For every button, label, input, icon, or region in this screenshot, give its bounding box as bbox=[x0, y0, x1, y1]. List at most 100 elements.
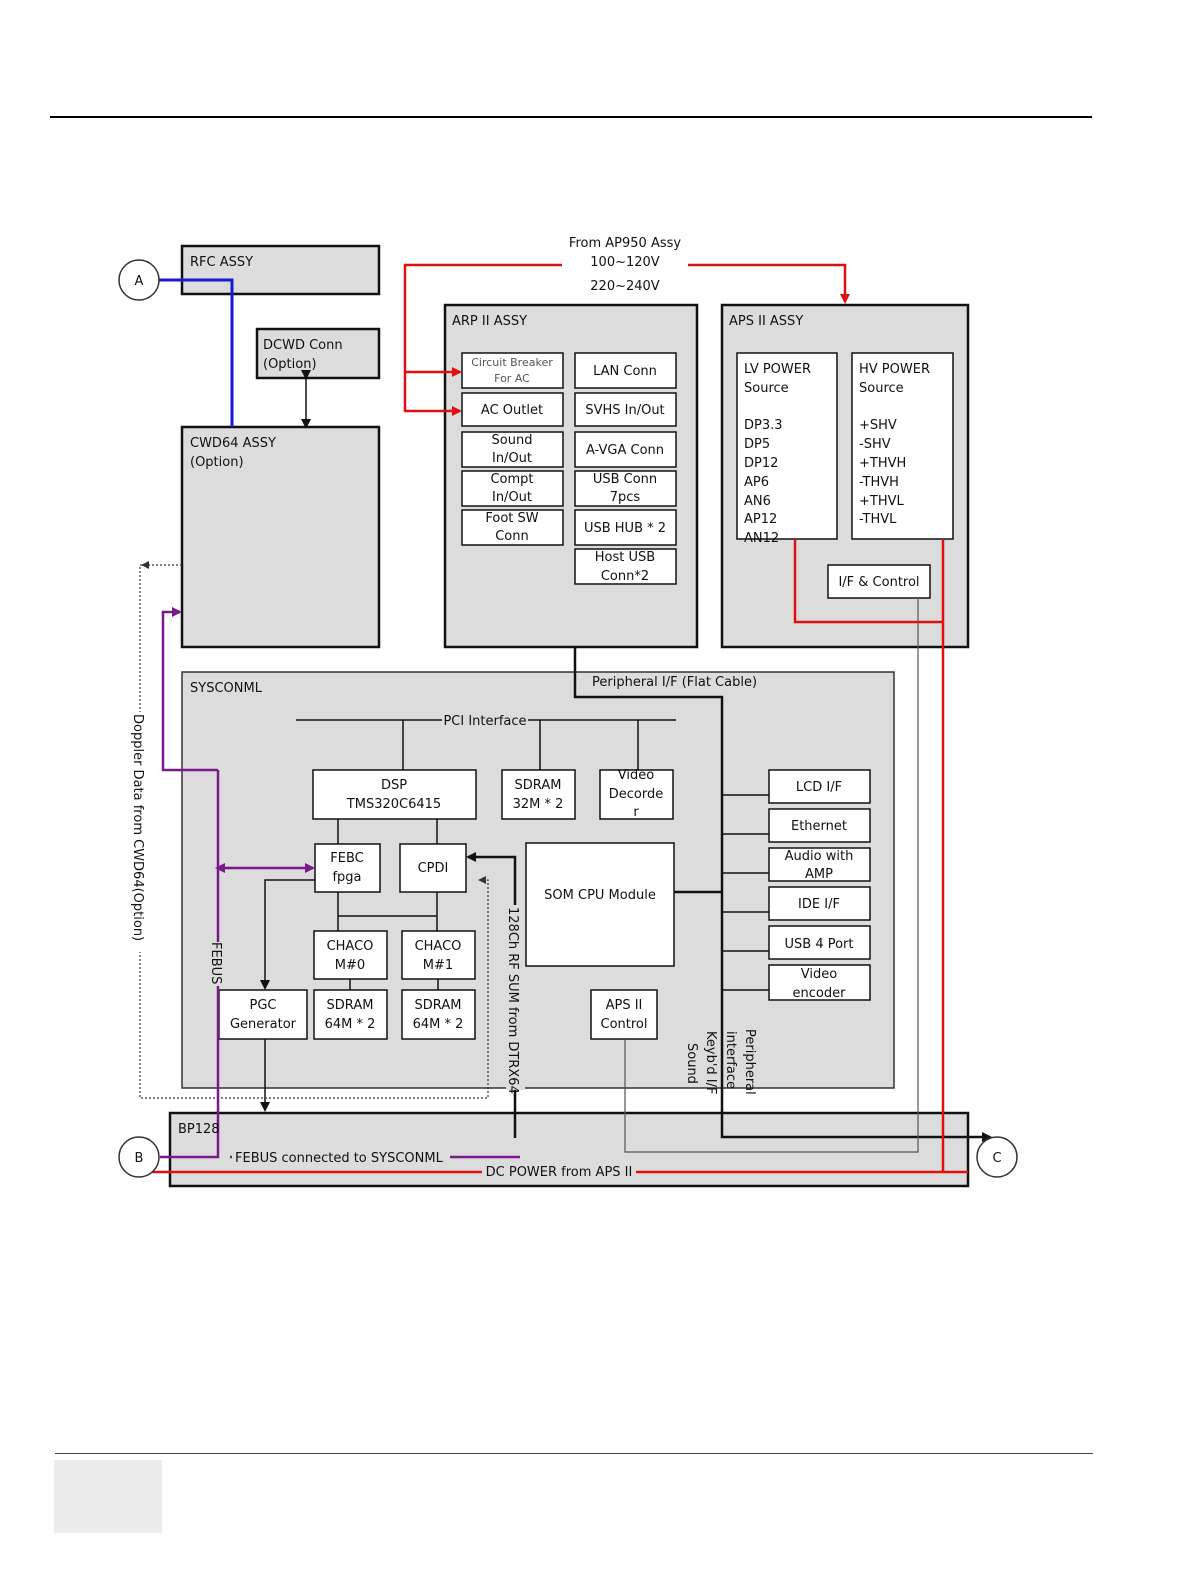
host-usb-label-1: Host USB bbox=[595, 550, 655, 565]
lan-conn-box bbox=[574, 352, 677, 389]
dsp-label-2: TMS320C6415 bbox=[346, 797, 441, 812]
connector-b bbox=[118, 1136, 160, 1178]
circuit-breaker-box bbox=[461, 352, 564, 389]
connector-c bbox=[976, 1136, 1018, 1178]
febus-connected-label: FEBUS connected to SYSCONML bbox=[235, 1151, 444, 1166]
video-encoder-label-1: Video bbox=[801, 967, 837, 982]
peripheral-flat-cable bbox=[573, 647, 992, 1142]
foot-label-2: Conn bbox=[495, 529, 529, 544]
peripheral-label-4: Sound bbox=[684, 1043, 699, 1084]
rfc-title: RFC ASSY bbox=[190, 255, 253, 270]
hv-item: +THVH bbox=[859, 456, 906, 471]
chaco1-box bbox=[401, 930, 476, 980]
host-usb-box bbox=[574, 548, 677, 585]
pgc-box bbox=[218, 989, 308, 1040]
svhs-label: SVHS In/Out bbox=[585, 403, 664, 418]
sdram32-label-2: 32M * 2 bbox=[513, 797, 564, 812]
sdram64b-label-1: SDRAM bbox=[415, 998, 462, 1013]
pgc-label-2: Generator bbox=[230, 1017, 297, 1032]
lv-label-2: Source bbox=[744, 381, 789, 396]
cpdi-label: CPDI bbox=[418, 861, 449, 876]
febc-label-1: FEBC bbox=[330, 851, 363, 866]
pci-interface-label: PCI Interface bbox=[443, 714, 526, 729]
video-encoder-box bbox=[768, 964, 871, 1001]
connector-b-label: B bbox=[135, 1151, 144, 1166]
febus-line bbox=[160, 612, 220, 1159]
header-rule bbox=[50, 116, 1092, 118]
cwd-label-1: CWD64 ASSY bbox=[190, 436, 276, 451]
sound-box bbox=[461, 431, 564, 468]
peripheral-label-1: Peripheral bbox=[742, 1029, 757, 1095]
aps-control-label-1: APS II bbox=[606, 998, 643, 1013]
som-cpu-box bbox=[525, 842, 675, 967]
ac-outlet-label: AC Outlet bbox=[481, 403, 543, 418]
hv-item: +THVL bbox=[859, 494, 905, 509]
compt-label-1: Compt bbox=[490, 472, 533, 487]
sdram64a-label-1: SDRAM bbox=[327, 998, 374, 1013]
lv-label-1: LV POWER bbox=[744, 362, 811, 377]
ethernet-box bbox=[768, 808, 871, 843]
febc-label-2: fpga bbox=[332, 870, 361, 885]
connector-a-label: A bbox=[135, 274, 144, 289]
host-usb-label-2: Conn*2 bbox=[601, 569, 649, 584]
dsp-label-1: DSP bbox=[381, 778, 407, 793]
cwd64-assy-box bbox=[180, 425, 381, 649]
dcwd-label-1: DCWD Conn bbox=[263, 338, 343, 353]
chaco0-label-1: CHACO bbox=[327, 939, 374, 954]
arp-title: ARP II ASSY bbox=[452, 314, 527, 329]
lv-item: DP12 bbox=[744, 456, 778, 471]
usb4-box bbox=[768, 925, 871, 960]
if-control-label: I/F & Control bbox=[838, 575, 919, 590]
hv-item: +SHV bbox=[859, 418, 897, 433]
avga-label: A-VGA Conn bbox=[586, 443, 664, 458]
lv-item: AN12 bbox=[744, 531, 779, 546]
lv-item: DP3.3 bbox=[744, 418, 783, 433]
rf-sum-label: 128Ch RF SUM from DTRX64 bbox=[505, 907, 520, 1094]
dc-power-label: DC POWER from APS II bbox=[486, 1165, 633, 1180]
supply-voltage-1: 100~120V bbox=[590, 255, 660, 270]
audio-label-2: AMP bbox=[805, 867, 833, 882]
usb-hub-label: USB HUB * 2 bbox=[584, 521, 666, 536]
ide-if-label: IDE I/F bbox=[798, 897, 840, 912]
lv-item: DP5 bbox=[744, 437, 770, 452]
ethernet-label: Ethernet bbox=[791, 819, 847, 834]
footer-rule bbox=[55, 1453, 1093, 1454]
pgc-label-1: PGC bbox=[250, 998, 277, 1013]
usb-conn-label-1: USB Conn bbox=[593, 472, 657, 487]
rfc-assy-box bbox=[180, 244, 381, 296]
usb-conn-box bbox=[574, 470, 677, 507]
aps-control-label-2: Control bbox=[601, 1017, 648, 1032]
lv-item: AN6 bbox=[744, 494, 771, 509]
audio-label-1: Audio with bbox=[785, 849, 854, 864]
hv-item: -SHV bbox=[859, 437, 891, 452]
hv-label-2: Source bbox=[859, 381, 904, 396]
hv-item: -THVH bbox=[859, 475, 899, 490]
usb4-label: USB 4 Port bbox=[785, 937, 854, 952]
hv-power-box bbox=[851, 352, 954, 540]
sdram64a-box bbox=[313, 989, 388, 1040]
lv-power-box bbox=[736, 352, 838, 540]
footer-placeholder bbox=[54, 1460, 162, 1533]
aps-control-line bbox=[624, 598, 919, 1153]
chaco0-box bbox=[313, 930, 388, 980]
svhs-box bbox=[574, 392, 677, 427]
video-encoder-label-2: encoder bbox=[793, 986, 847, 1001]
peripheral-label-2: interface bbox=[723, 1031, 738, 1089]
compt-label-2: In/Out bbox=[492, 490, 532, 505]
febc-to-pgc-arrow bbox=[260, 879, 315, 990]
lcd-if-label: LCD I/F bbox=[796, 780, 842, 795]
foot-label-1: Foot SW bbox=[485, 511, 538, 526]
chaco1-label-2: M#1 bbox=[423, 958, 453, 973]
video-decoder-label-3: r bbox=[633, 805, 639, 820]
circuit-breaker-label-1: Circuit Breaker bbox=[471, 356, 553, 369]
hv-item: -THVL bbox=[859, 512, 897, 527]
lan-label: LAN Conn bbox=[593, 364, 657, 379]
febus-label: FEBUS bbox=[208, 942, 223, 984]
cpdi-box bbox=[399, 843, 467, 893]
sdram64a-label-2: 64M * 2 bbox=[325, 1017, 376, 1032]
connector-a-line bbox=[158, 278, 234, 427]
chaco1-label-1: CHACO bbox=[415, 939, 462, 954]
febc-box bbox=[314, 843, 381, 893]
hv-label-1: HV POWER bbox=[859, 362, 930, 377]
